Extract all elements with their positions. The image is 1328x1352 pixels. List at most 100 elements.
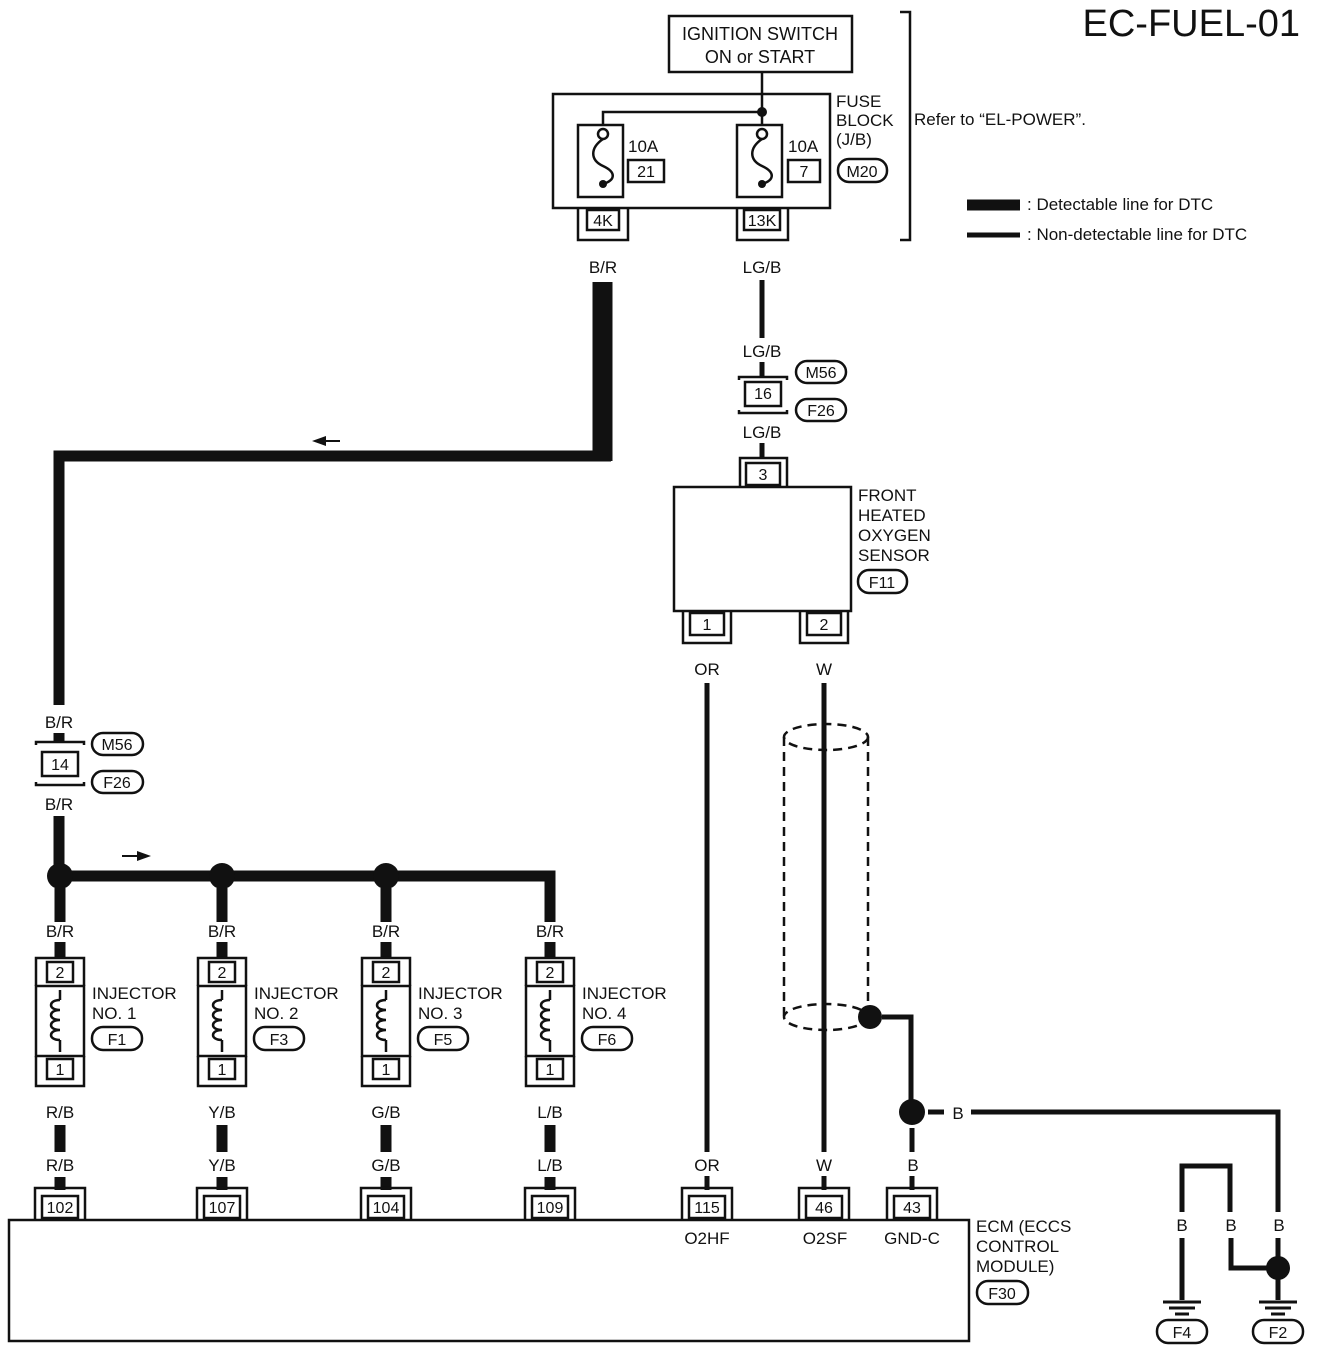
injector-4-top-housing: [524, 956, 576, 986]
wire-label-or-bottom: OR: [694, 1156, 720, 1175]
fuse-21-rating: 10A: [628, 137, 659, 156]
injector-3-connector-id: F5: [434, 1032, 453, 1049]
sensor-pin3-box: [744, 461, 782, 487]
injector-3-top-pin: 2: [382, 965, 391, 982]
connector-16-housing: [737, 375, 789, 415]
injector-1-wire-label-bottom: R/B: [46, 1156, 74, 1175]
injector-1-feed-label: B/R: [46, 922, 74, 941]
connector-16-upper-badge: [794, 359, 848, 385]
fuse-21-element: [592, 137, 614, 186]
ecm-connector-id: F30: [988, 1286, 1016, 1303]
injector-1-bottom-housing: [34, 1056, 86, 1088]
connector-16-upper-id: M56: [805, 365, 836, 382]
injector-4-feed-label: B/R: [536, 922, 564, 941]
sensor-connector-badge: [856, 568, 909, 595]
sensor-pin2-housing: [798, 611, 850, 645]
ecm-pin-46: 46: [815, 1200, 833, 1217]
ecm-pin-46-box: [804, 1194, 844, 1220]
ecm-pin-109-housing: [523, 1186, 577, 1220]
wire-label-w-top: W: [816, 660, 832, 679]
ecm-pin-115: 115: [694, 1200, 720, 1217]
power-bracket: [900, 10, 912, 242]
ground-f4-id: F4: [1173, 1325, 1192, 1342]
ecm-body: [7, 1218, 971, 1343]
connector-14-pin: 14: [51, 757, 69, 774]
ecm-pin-43: 43: [903, 1200, 921, 1217]
fuse-7-bottom-contact: [758, 180, 766, 188]
ecm-pin-102: 102: [47, 1200, 74, 1217]
flow-arrow-left: [312, 436, 326, 446]
fuse-7-rating: 10A: [788, 137, 819, 156]
injector-1-top-pin-box: [45, 960, 75, 984]
connector-14-lower-id: F26: [103, 775, 131, 792]
splice-3: [373, 863, 399, 889]
front-heated-oxygen-sensor: 3 FRONT HEATED OXYGEN SENSOR F11 1 2: [672, 456, 931, 645]
injector-3-connector-badge: [416, 1025, 470, 1052]
fuse-block: FUSE BLOCK (J/B) M20 10A 21 10A 7: [551, 72, 894, 242]
fuse-7-element: [751, 137, 773, 186]
ecm: ECM (ECCS CONTROL MODULE) F30 115 O2HF 4…: [7, 1186, 1071, 1343]
wire-b-to-ground: [971, 1109, 1281, 1212]
injector-1-bottom-pin: 1: [56, 1062, 65, 1079]
injector-2-label-1: INJECTOR: [254, 984, 339, 1003]
injector-2-connector-id: F3: [270, 1032, 289, 1049]
injector-4-bottom-pin-box: [535, 1057, 565, 1081]
wire-label-b-ecm: B: [907, 1156, 918, 1175]
injector-1-top-pin: 2: [56, 965, 65, 982]
wire-label-b-splice: B: [952, 1104, 963, 1123]
fuse-feed-junction: [757, 107, 767, 117]
ecm-pin-107-box: [202, 1194, 242, 1220]
splice-2: [209, 863, 235, 889]
injector-2-top-pin: 2: [218, 965, 227, 982]
fuse-block-refer-note: Refer to “EL-POWER”.: [914, 110, 1086, 129]
terminal-13k-box: [742, 208, 782, 232]
injector-2-connector-badge: [252, 1025, 306, 1052]
wire-label-br-upper: B/R: [45, 713, 73, 732]
injector-2-bottom-housing: [196, 1056, 248, 1088]
injector-2-coil: [211, 998, 223, 1042]
sensor-label-2: HEATED: [858, 506, 926, 525]
sensor-pin2: 2: [820, 617, 829, 634]
ground-f2-badge: [1251, 1318, 1305, 1345]
injector-2-top-housing: [196, 956, 248, 986]
ecm-pin-46-housing: [797, 1186, 851, 1220]
injector-3-top-pin-box: [371, 960, 401, 984]
injector-4-label-2: NO. 4: [582, 1004, 626, 1023]
injector-4-wire-label-top: L/B: [537, 1103, 563, 1122]
fuse-21-number: 21: [637, 164, 655, 181]
fuse-7-number: 7: [800, 164, 809, 181]
injector-3-coil: [375, 998, 387, 1042]
ground-f2-id: F2: [1269, 1325, 1288, 1342]
wire-label-b-f4: B: [1176, 1216, 1187, 1235]
ecm-signal-gnd-c: GND-C: [884, 1229, 940, 1248]
ecm-pin-109: 109: [537, 1200, 564, 1217]
injector-3-bottom-housing: [360, 1056, 412, 1088]
ecm-pin-107: 107: [209, 1200, 236, 1217]
grounds: B B B F4 F2: [1155, 1163, 1305, 1345]
wire-br-run: [53, 450, 611, 705]
ignition-switch-line1: IGNITION SWITCH: [682, 24, 838, 44]
connector-14-box: [40, 750, 80, 778]
wire-label-lgb-mid: LG/B: [743, 342, 782, 361]
ecm-pin-102-housing: [33, 1186, 87, 1220]
sensor-pin3: 3: [759, 467, 768, 484]
ecm-label-3: MODULE): [976, 1257, 1054, 1276]
ecm-pin-104: 104: [373, 1200, 400, 1217]
wire-label-lgb-top: LG/B: [743, 258, 782, 277]
ecm-label-1: ECM (ECCS: [976, 1217, 1071, 1236]
injector-2-bottom-pin-box: [207, 1057, 237, 1081]
connector-14-housing: [34, 740, 86, 787]
injector-2-top-pin-box: [207, 960, 237, 984]
sensor-pin1: 1: [703, 617, 712, 634]
sensor-connector-id: F11: [869, 575, 895, 592]
injector-3-wire-label-bottom: G/B: [371, 1156, 400, 1175]
ecm-pin-115-housing: [680, 1186, 734, 1220]
connector-14-upper-badge: [90, 731, 145, 757]
injector-1-wire-label-top: R/B: [46, 1103, 74, 1122]
ground-f2-splice: [1266, 1256, 1290, 1280]
